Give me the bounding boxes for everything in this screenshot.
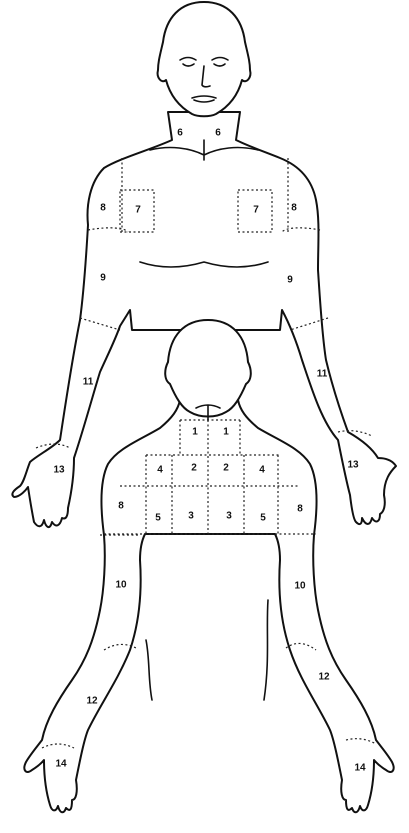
label-front-hand-right: 13 [347, 460, 359, 471]
label-back-neck-right: 1 [223, 427, 229, 438]
label-front-shoulder-right: 8 [291, 203, 297, 214]
label-back-lower-row-4: 5 [260, 513, 266, 524]
label-front-hand-left: 13 [53, 465, 65, 476]
label-front-neck-left: 6 [177, 128, 183, 139]
label-back-hand-left: 14 [55, 759, 67, 770]
label-back-lower-row-3: 3 [226, 511, 232, 522]
label-front-neck-right: 6 [215, 128, 221, 139]
front-head-outline [158, 2, 251, 116]
label-back-shoulder-left: 8 [118, 501, 124, 512]
label-back-upper-row-1: 4 [157, 465, 163, 476]
label-back-upper-row-2: 2 [191, 463, 197, 474]
label-back-upper-row-3: 2 [223, 463, 229, 474]
label-front-upper-arm-right: 9 [287, 275, 293, 286]
label-back-forearm-left: 12 [86, 696, 98, 707]
label-front-upper-arm-left: 9 [100, 273, 106, 284]
label-front-shoulder-left: 8 [100, 203, 106, 214]
label-front-forearm-right: 11 [317, 369, 328, 380]
back-body-outline [24, 400, 393, 812]
label-back-lower-row-2: 3 [188, 511, 194, 522]
label-back-upper-row-4: 4 [259, 465, 265, 476]
label-back-upper-arm-right: 10 [294, 581, 306, 592]
label-back-shoulder-right: 8 [297, 504, 303, 515]
label-front-forearm-left: 11 [83, 377, 94, 388]
label-back-forearm-right: 12 [318, 672, 330, 683]
label-back-hand-right: 14 [354, 763, 366, 774]
label-back-lower-row-1: 5 [155, 513, 161, 524]
label-back-neck-left: 1 [192, 427, 198, 438]
back-hip-lines [146, 600, 268, 700]
label-back-upper-arm-left: 10 [115, 580, 127, 591]
label-front-chest-left: 7 [135, 205, 141, 216]
label-front-chest-right: 7 [253, 205, 259, 216]
